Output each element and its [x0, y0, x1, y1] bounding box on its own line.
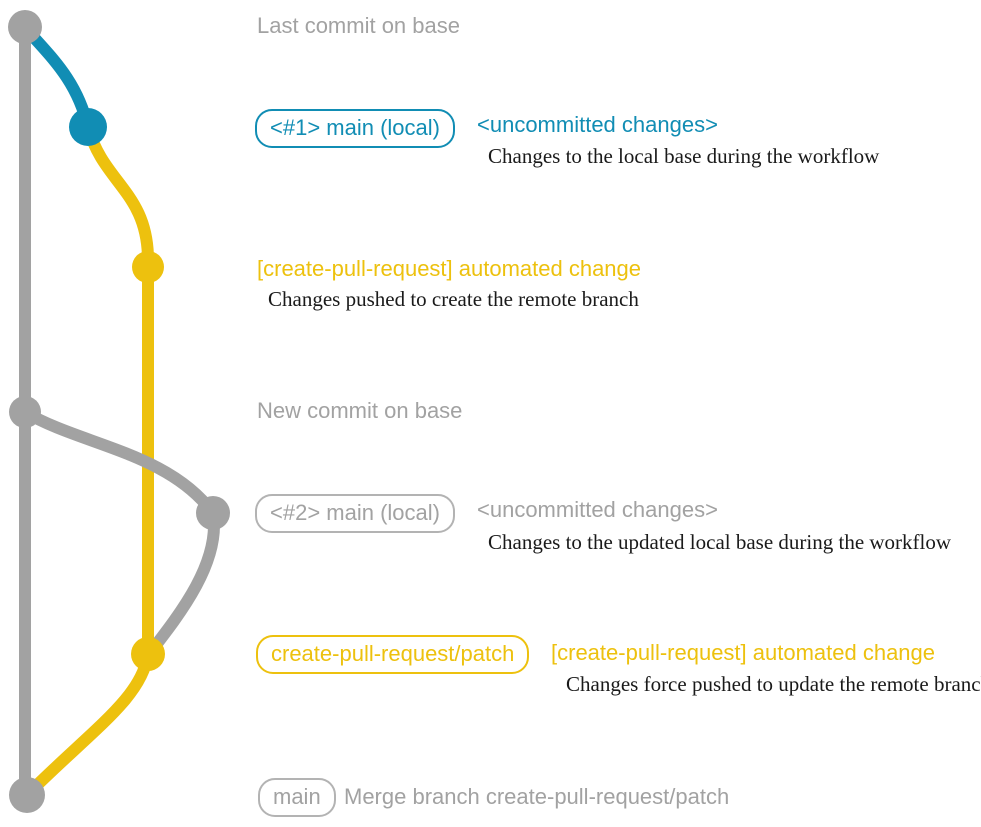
commit-label-automated-1: [create-pull-request] automated change: [257, 256, 642, 281]
patch-merge-curve: [21, 648, 154, 801]
description-local-base: Changes to the local base during the wor…: [488, 144, 880, 168]
commit-dot-base-new: [9, 396, 41, 428]
commit-graph: [8, 10, 230, 813]
commit-dot-patch-2: [131, 637, 165, 671]
branch-box-patch: create-pull-request/patch: [256, 635, 530, 674]
description-updated-base: Changes to the updated local base during…: [488, 530, 952, 554]
rebase-out-curve: [19, 406, 219, 519]
commit-dot-main-local-2: [196, 496, 230, 530]
description-push-create: Changes pushed to create the remote bran…: [268, 287, 639, 311]
commit-label-automated-2: [create-pull-request] automated change: [551, 640, 936, 665]
rebase-in-curve: [143, 507, 220, 660]
description-force-push: Changes force pushed to update the remot…: [566, 672, 981, 696]
uncommitted-changes-1: <uncommitted changes>: [477, 112, 718, 137]
patch-branch-line: [82, 121, 154, 660]
merge-commit-message: Merge branch create-pull-request/patch: [344, 784, 730, 809]
commit-dot-base-last: [8, 10, 42, 44]
commit-dot-merge: [9, 777, 45, 813]
commit-dot-patch-1: [132, 251, 164, 283]
last-commit-note: Last commit on base: [257, 13, 460, 38]
uncommitted-changes-2: <uncommitted changes>: [477, 497, 718, 522]
new-commit-note: New commit on base: [257, 398, 463, 423]
commit-dot-main-local-1: [69, 108, 107, 146]
branch-box-main-local-2: <#2> main (local): [255, 494, 455, 533]
branch-box-main-local-1: <#1> main (local): [255, 109, 455, 148]
branch-box-main: main: [258, 778, 336, 817]
